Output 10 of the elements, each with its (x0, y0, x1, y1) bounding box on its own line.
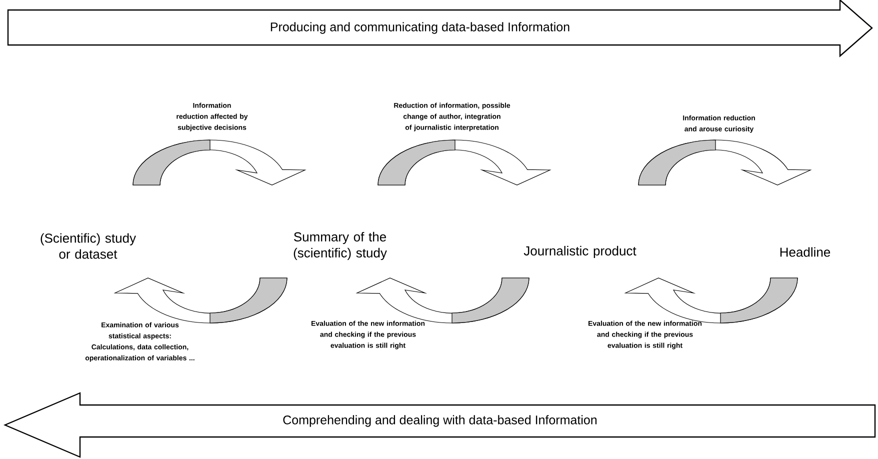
stage-label: Headline (780, 247, 830, 257)
curved-arrow (132, 140, 306, 186)
curved-arrow (378, 140, 550, 186)
curved-arrow (638, 140, 811, 186)
curved-arrow (356, 278, 530, 324)
stage-label: Journalistic product (524, 246, 636, 258)
curved-arrow (625, 278, 798, 324)
stage-label: Summary of the (scientific) study (294, 232, 387, 260)
curved-arrow (114, 278, 288, 324)
stage-label: (Scientific) study or dataset (40, 233, 136, 259)
